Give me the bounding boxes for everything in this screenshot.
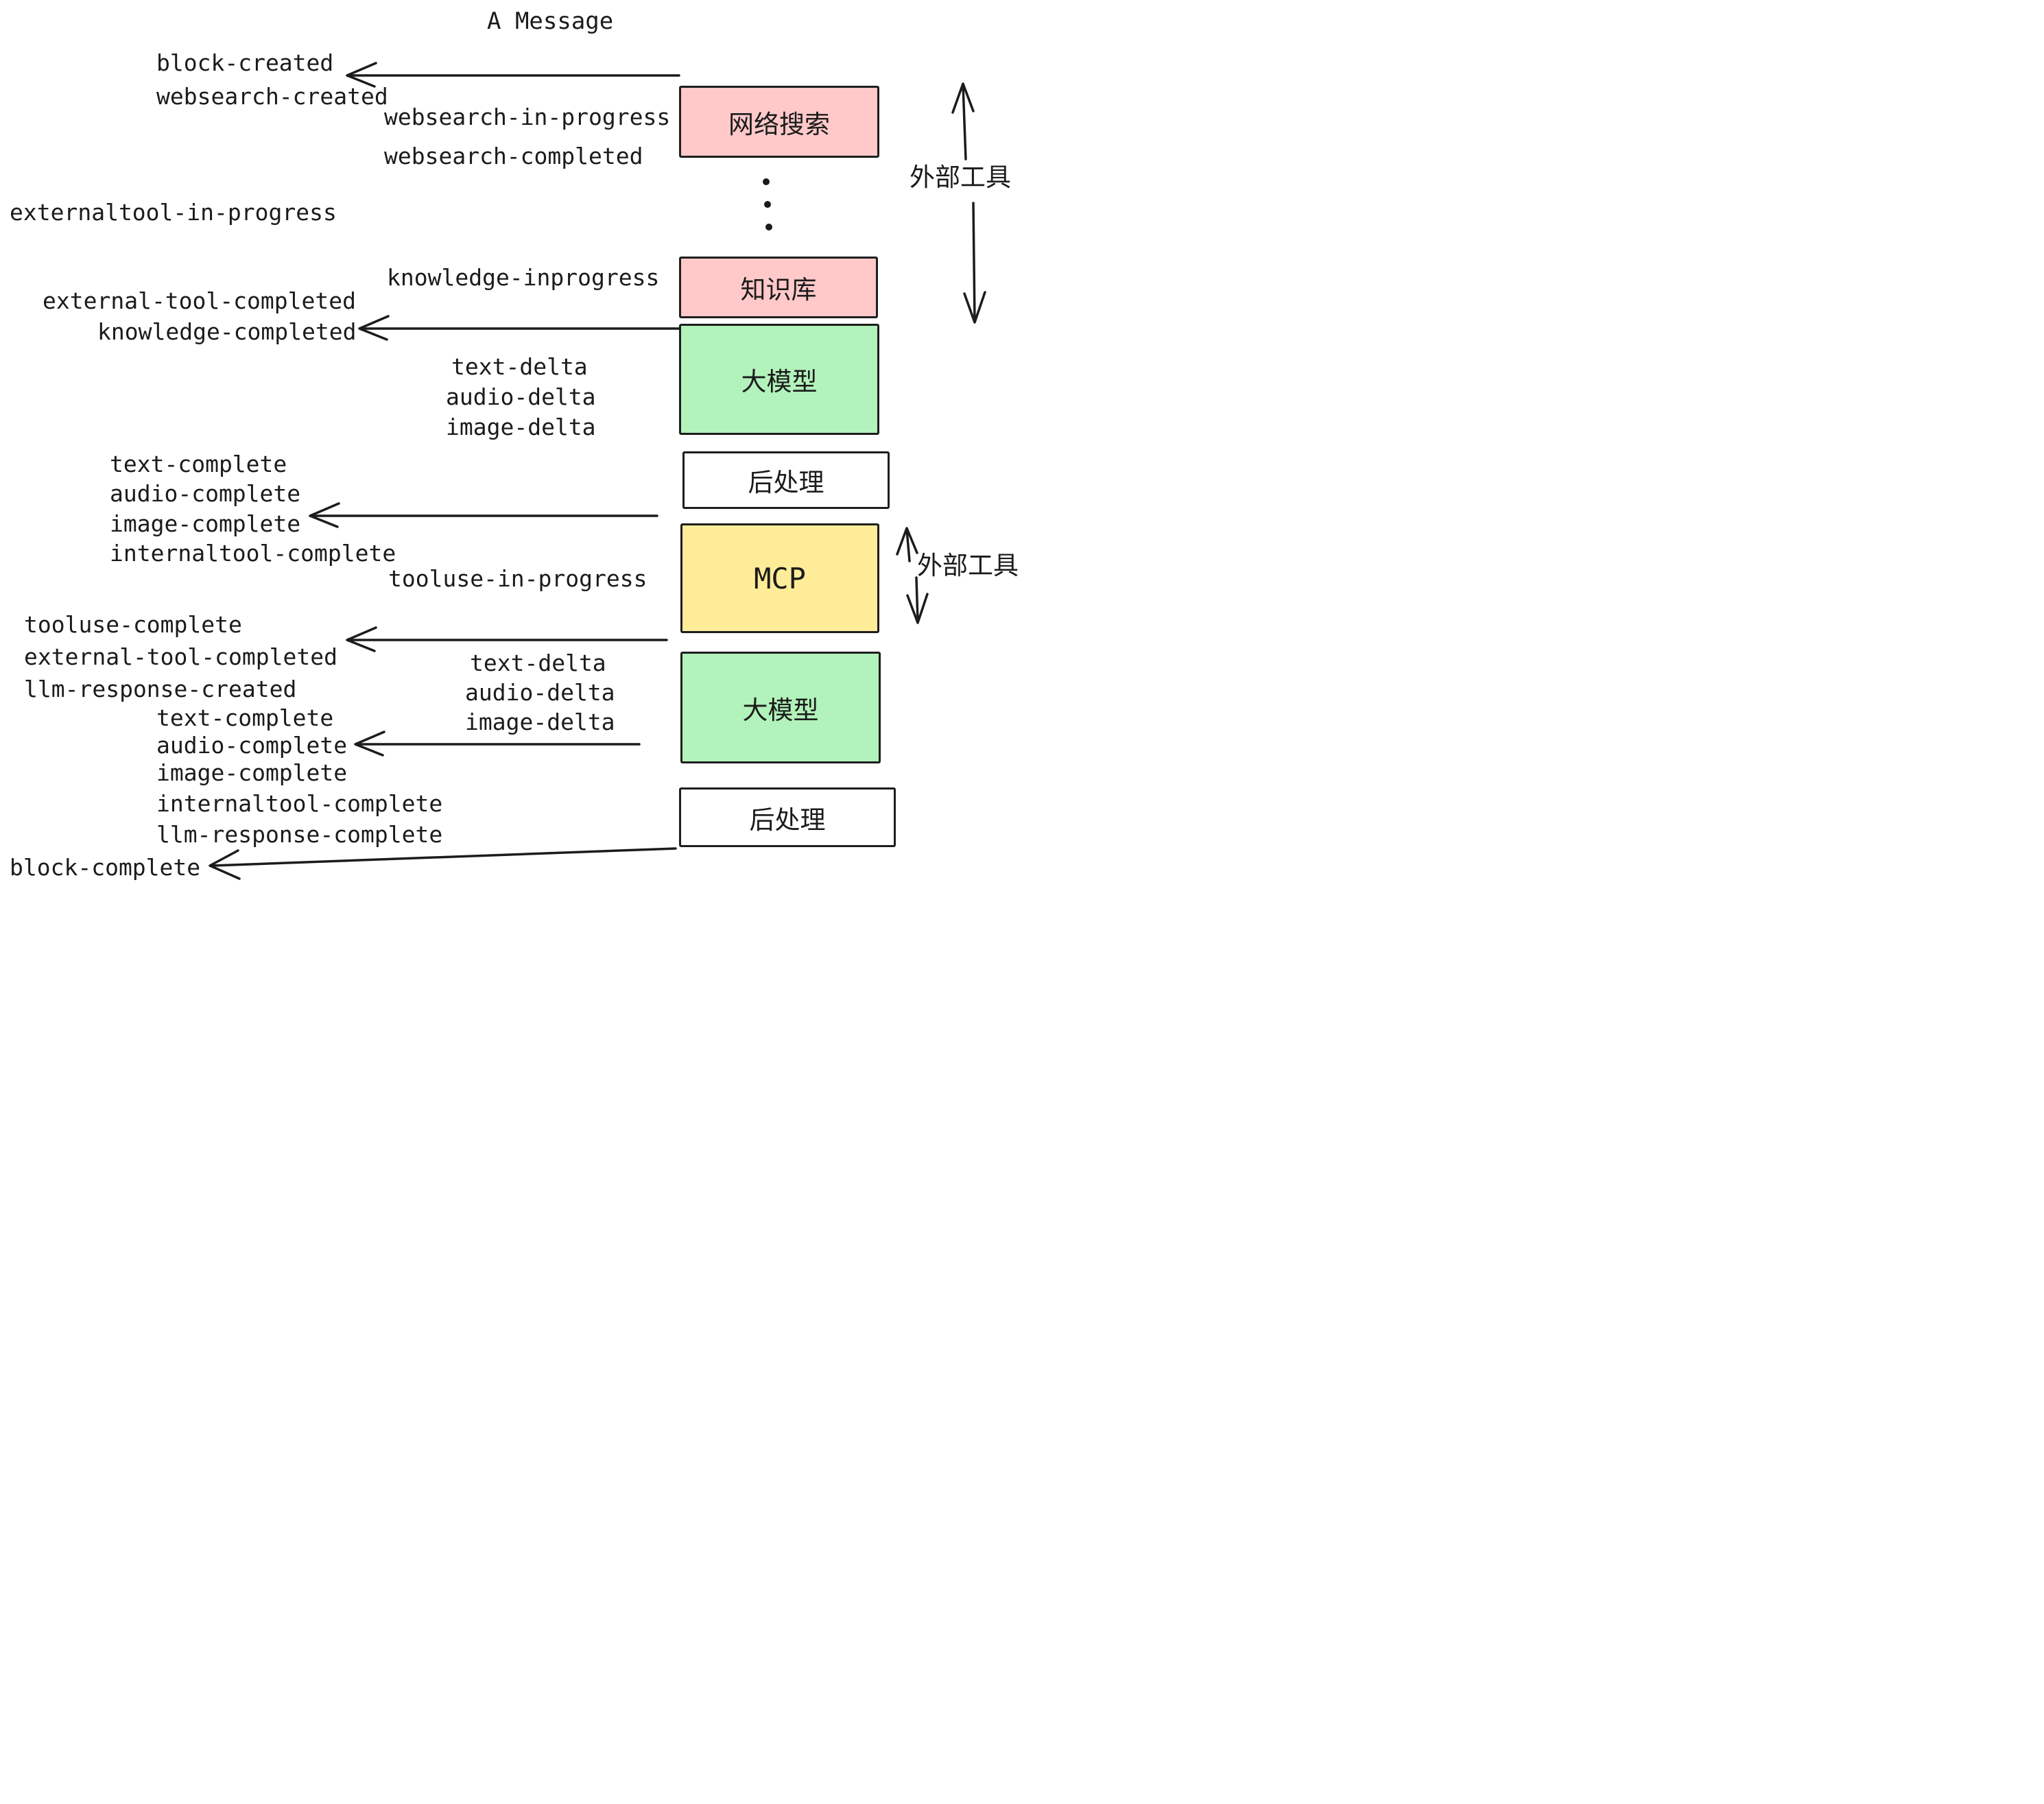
event-label-tooluse-in-progress: tooluse-in-progress [388,565,647,592]
box-websearch-label: 网络搜索 [728,109,830,139]
box-post-processing-1-label: 后处理 [748,468,824,497]
arrow-post2-to-block-complete [209,847,677,880]
arrow-websearch-to-created [346,62,680,88]
event-label-audio-complete-1: audio-complete [110,480,301,507]
event-label-websearch-created: websearch-created [156,83,388,110]
box-mcp-label: MCP [754,561,806,595]
arrow-llm2-to-audio-complete [354,731,641,757]
external-tools-label-top: 外部工具 [910,163,1011,192]
event-label-audio-delta-1: audio-delta [446,383,596,410]
diagram-canvas: A Message block-created websearch-create… [0,0,1022,902]
event-label-internaltool-complete-1: internaltool-complete [110,540,396,567]
event-label-external-tool-completed-2: external-tool-completed [24,643,337,670]
diagram-title: A Message [487,8,614,35]
event-label-text-complete-1: text-complete [110,451,287,477]
box-llm-1: 大模型 [679,324,879,435]
event-label-llm-response-created: llm-response-created [24,676,297,702]
box-llm-2: 大模型 [680,652,881,763]
arrow-llm1-to-knowledge-completed [358,315,682,341]
ellipsis-dot [765,224,772,230]
box-knowledge: 知识库 [679,257,878,318]
event-label-text-delta-1: text-delta [451,353,588,380]
external-tools-label-mid: 外部工具 [917,551,1019,580]
event-label-llm-response-complete: llm-response-complete [156,821,443,848]
event-label-websearch-completed: websearch-completed [384,143,643,169]
event-label-external-tool-completed-1: external-tool-completed [43,287,356,314]
arrow-post1-to-complete-group [309,502,658,528]
event-label-image-complete-2: image-complete [156,759,348,786]
box-websearch: 网络搜索 [679,86,879,158]
ellipsis-dot [764,201,771,208]
event-label-knowledge-inprogress: knowledge-inprogress [387,264,660,291]
ellipsis-dot [763,178,770,185]
box-mcp: MCP [680,523,879,633]
event-label-image-delta-2: image-delta [465,709,615,735]
box-post-processing-2-label: 后处理 [749,805,826,835]
event-label-externaltool-in-progress: externaltool-in-progress [10,199,337,226]
box-llm-1-label: 大模型 [741,367,818,396]
box-llm-2-label: 大模型 [742,695,819,725]
event-label-audio-complete-2: audio-complete [156,732,348,759]
box-post-processing-1: 后处理 [682,451,890,509]
event-label-websearch-in-progress: websearch-in-progress [384,104,671,130]
event-label-tooluse-complete: tooluse-complete [24,611,242,638]
arrow-llm2-to-tooluse-complete [346,626,668,652]
event-label-internaltool-complete-2: internaltool-complete [156,790,443,817]
box-knowledge-label: 知识库 [740,275,817,305]
event-label-image-complete-1: image-complete [110,510,301,537]
event-label-block-created: block-created [156,49,334,76]
event-label-text-delta-2: text-delta [470,650,606,676]
double-arrow-external-tools-top [951,82,986,324]
event-label-audio-delta-2: audio-delta [465,679,615,706]
event-label-text-complete-2: text-complete [156,704,334,731]
event-label-image-delta-1: image-delta [446,414,596,440]
event-label-block-complete: block-complete [10,854,201,881]
box-post-processing-2: 后处理 [679,787,896,847]
event-label-knowledge-completed: knowledge-completed [97,318,357,345]
